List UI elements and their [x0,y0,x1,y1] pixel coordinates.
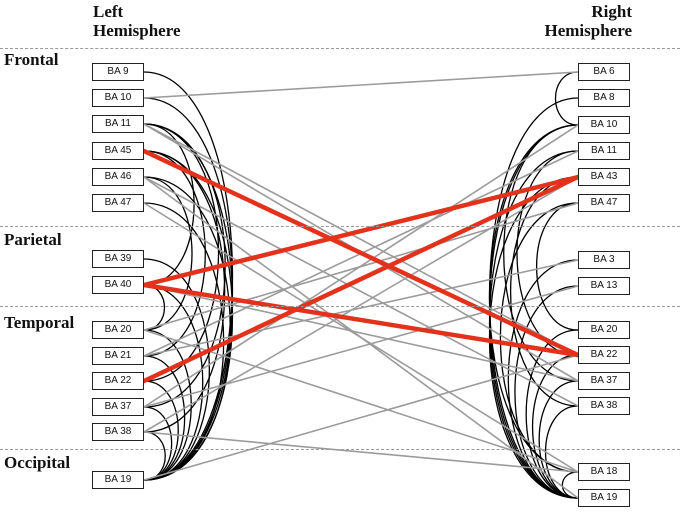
left-node-ba-21: BA 21 [92,347,144,365]
left-node-ba-20: BA 20 [92,321,144,339]
intra-right-arc-R18-R19 [561,471,579,499]
left-node-ba-22: BA 22 [92,372,144,390]
left-node-ba-10: BA 10 [92,89,144,107]
right-node-ba-13: BA 13 [578,277,630,295]
right-node-ba-3: BA 3 [578,251,630,269]
left-node-ba-9: BA 9 [92,63,144,81]
right-node-ba-20: BA 20 [578,321,630,339]
inter-highlight-line-L40-R22 [141,282,581,358]
left-node-ba-45: BA 45 [92,142,144,160]
intra-right-arc-R10-R37 [503,124,579,382]
divider-parietal [0,226,680,227]
right-node-ba-38: BA 38 [578,397,630,415]
left-node-ba-11: BA 11 [92,115,144,133]
inter-line-L20-R18 [143,329,579,473]
left-node-ba-19: BA 19 [92,471,144,489]
left-node-ba-46: BA 46 [92,168,144,186]
left-node-ba-40: BA 40 [92,276,144,294]
intra-left-arc-L11-L22 [143,123,220,382]
intra-left-arc-L11-L40 [143,123,195,286]
right-node-ba-8: BA 8 [578,89,630,107]
intra-right-arc-R6-R10 [555,71,579,126]
right-node-ba-6: BA 6 [578,63,630,81]
inter-line-L40-R37 [143,284,579,382]
left-node-ba-47: BA 47 [92,194,144,212]
inter-line-L10-R6 [143,71,579,99]
divider-temporal [0,306,680,307]
inter-line-L47-R18 [143,202,579,473]
left-node-ba-38: BA 38 [92,423,144,441]
right-node-ba-43: BA 43 [578,168,630,186]
intra-right-arc-R43-R19 [488,176,579,499]
right-node-ba-22: BA 22 [578,346,630,364]
intra-right-arc-R43-R38 [510,176,579,407]
right-node-ba-47: BA 47 [578,194,630,212]
intra-right-arc-R11-R22 [516,150,579,356]
inter-line-L37-R10 [143,124,579,408]
intra-right-arc-R3-R19 [507,259,579,499]
inter-line-L11-R22 [143,123,579,356]
left-node-ba-39: BA 39 [92,250,144,268]
inter-highlight-line-L22-R43 [141,174,581,384]
intra-left-arc-L40-L20 [143,284,166,331]
lobe-label-temporal: Temporal [4,313,75,332]
intra-left-arc-L45-L21 [143,150,206,357]
right-node-ba-11: BA 11 [578,142,630,160]
lobe-label-frontal: Frontal [4,50,59,69]
inter-line-L38-R43 [143,176,579,433]
lobe-label-occipital: Occipital [4,453,71,472]
inter-line-L19-R22 [143,354,579,481]
lobe-label-parietal: Parietal [4,230,62,249]
inter-line-L21-R3 [143,259,579,357]
inter-highlight-line-L45-R22 [141,148,581,358]
left-node-ba-37: BA 37 [92,398,144,416]
right-hemisphere-title: Right Hemisphere [544,2,632,40]
inter-highlight-line-L40-R43 [141,174,581,288]
intra-left-arc-L45-L38 [143,150,226,433]
intra-left-arc-L46-L19 [143,176,231,481]
right-node-ba-19: BA 19 [578,489,630,507]
intra-right-arc-R13-R19 [514,285,579,499]
left-hemisphere-title: Left Hemisphere [93,2,181,40]
right-node-ba-37: BA 37 [578,372,630,390]
divider-frontal [0,48,680,49]
divider-occipital [0,449,680,450]
inter-line-L46-R38 [143,176,579,407]
right-node-ba-10: BA 10 [578,116,630,134]
intra-left-arc-L40-L19 [143,284,204,481]
right-node-ba-18: BA 18 [578,463,630,481]
intra-right-arc-R47-R20 [535,202,579,331]
inter-line-L38-R18 [143,431,579,473]
